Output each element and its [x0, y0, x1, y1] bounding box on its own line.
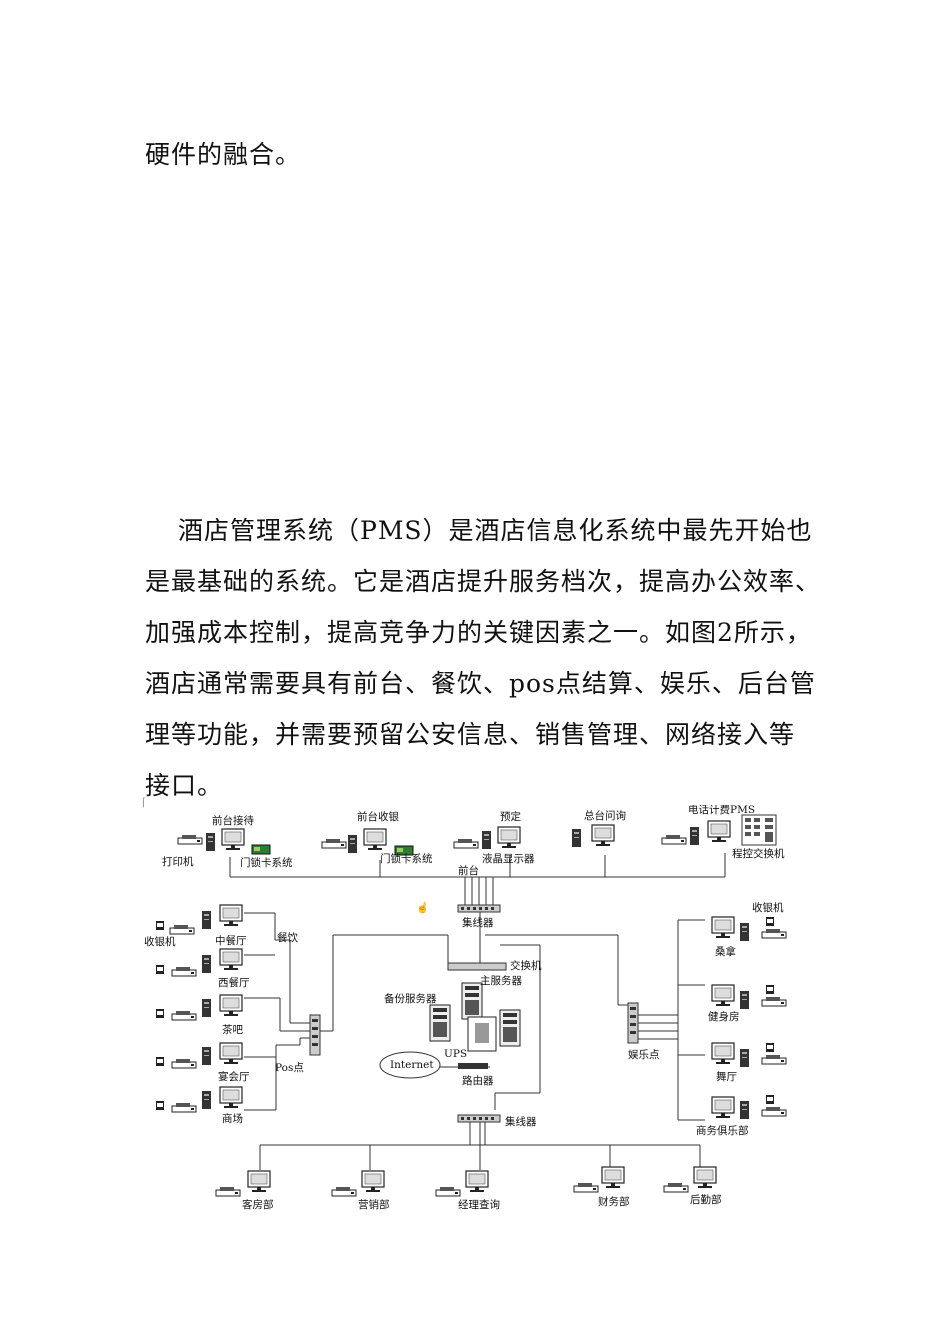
dance-hall [711, 1042, 787, 1067]
paragraph-line: 理等功能，并需要预留公安信息、销售管理、网络接入等 [145, 720, 796, 749]
paragraph-line: 接口。 [145, 771, 224, 800]
finance-dept [573, 1166, 625, 1193]
main-server [461, 982, 483, 1020]
sales-dept [331, 1170, 385, 1197]
chinese-restaurant [156, 904, 243, 935]
label-cashier-left: 收银机 [144, 935, 176, 948]
label-bar: 茶吧 [222, 1023, 243, 1036]
western-restaurant [156, 948, 243, 977]
pbx-station [661, 814, 777, 846]
hotel-network-diagram: 前台接待 打印机 门锁卡系统 前台收银 门锁卡系统 预定 液晶显示器 前台 总台… [144, 805, 787, 1211]
business-club [711, 1095, 787, 1119]
label-catering: 餐饮 [277, 931, 298, 944]
router-icon [458, 1063, 488, 1069]
label-logistics: 后勤部 [690, 1193, 722, 1206]
label-banquet: 宴会厅 [218, 1070, 250, 1083]
inquiry-station [572, 824, 615, 847]
keycard-icon [251, 844, 271, 855]
sauna [711, 916, 787, 941]
housekeeping [215, 1170, 271, 1197]
label-reservation: 预定 [500, 810, 521, 823]
front-cashier-station [321, 828, 414, 856]
label-gym: 健身房 [708, 1010, 740, 1023]
manager-query [435, 1170, 489, 1197]
gym [711, 984, 787, 1009]
paragraph-line: 加强成本控制，提高竞争力的关键因素之一。如图2所示， [145, 618, 812, 647]
label-hub-top: 集线器 [462, 916, 494, 929]
banquet-hall [156, 1042, 243, 1069]
backup-server [429, 1004, 451, 1042]
center-wiring [433, 912, 630, 1110]
label-cashier-right: 收银机 [752, 901, 784, 914]
label-entertainment: 娱乐点 [628, 1048, 660, 1061]
label-hub-bottom: 集线器 [505, 1115, 537, 1128]
label-main-server: 主服务器 [480, 974, 522, 987]
left-wiring [244, 912, 449, 1111]
label-sauna: 桑拿 [715, 945, 736, 958]
label-chinese: 中餐厅 [215, 934, 247, 947]
label-dance: 舞厅 [716, 1071, 737, 1083]
internet-cloud-icon [379, 1051, 441, 1079]
label-inquiry: 总台问询 [584, 809, 626, 822]
reception-station [177, 828, 271, 855]
label-western: 西餐厅 [218, 976, 250, 989]
label-door-lock-1: 门锁卡系统 [240, 856, 293, 869]
logistics-dept [663, 1166, 717, 1193]
mall [156, 1086, 243, 1113]
label-backup-server: 备份服务器 [384, 992, 437, 1005]
cursor-hand-icon: ☝ [416, 901, 429, 914]
reservation-station [453, 826, 521, 849]
label-finance: 财务部 [598, 1195, 630, 1208]
top-row [229, 853, 726, 905]
switch-icon [447, 962, 507, 971]
label-pos: Pos点 [275, 1062, 304, 1074]
hub-pos [309, 1014, 321, 1056]
hub-bottom [457, 1114, 501, 1123]
label-pbx: 程控交换机 [732, 847, 785, 860]
label-door-lock-2: 门锁卡系统 [380, 852, 433, 865]
label-printer: 打印机 [162, 855, 194, 868]
label-front-desk: 前台 [458, 864, 479, 877]
body-paragraph: 酒店管理系统（PMS）是酒店信息化系统中最先开始也 是最基础的系统。它是酒店提升… [145, 505, 825, 811]
bottom-wiring [259, 1122, 701, 1170]
label-ups: UPS [444, 1048, 467, 1060]
label-manager: 经理查询 [458, 1198, 500, 1211]
label-club: 商务俱乐部 [696, 1124, 749, 1137]
label-router: 路由器 [462, 1074, 494, 1087]
continuation-line: 硬件的融合。 [145, 140, 302, 169]
label-internet: Internet [390, 1059, 434, 1071]
hub-top [457, 904, 501, 913]
image-corner-mark: ⌈ [142, 796, 147, 809]
server-3 [499, 1009, 521, 1047]
label-front-cashier: 前台收银 [357, 810, 399, 823]
label-mall: 商场 [222, 1112, 243, 1125]
tea-bar [156, 994, 243, 1021]
paragraph-line: 酒店管理系统（PMS）是酒店信息化系统中最先开始也 [178, 516, 813, 545]
label-lcd: 液晶显示器 [482, 852, 535, 865]
label-housekeeping: 客房部 [242, 1198, 274, 1211]
label-switch: 交换机 [510, 959, 542, 972]
label-phone-billing: 电话计费PMS [688, 805, 755, 816]
paragraph-line: 是最基础的系统。它是酒店提升服务档次，提高办公效率、 [145, 567, 822, 596]
label-sales: 营销部 [358, 1198, 390, 1211]
label-reception: 前台接待 [212, 814, 254, 827]
hub-entertainment [627, 1002, 639, 1044]
paragraph-line: 酒店通常需要具有前台、餐饮、pos点结算、娱乐、后台管 [145, 669, 816, 698]
